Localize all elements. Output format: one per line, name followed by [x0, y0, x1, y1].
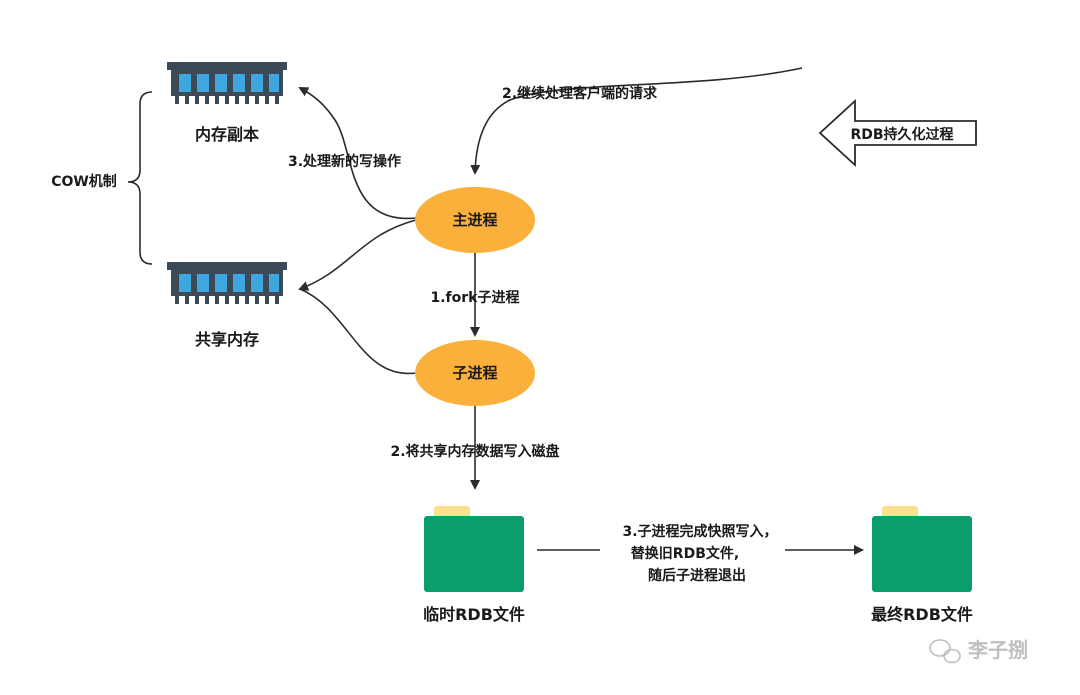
final-rdb-label: 最终RDB文件	[871, 605, 973, 624]
main-process-label: 主进程	[452, 211, 497, 229]
dump-label: 2.将共享内存数据写入磁盘	[390, 443, 559, 460]
temp-rdb-label: 临时RDB文件	[423, 605, 525, 624]
finish-label-line3: 随后子进程退出	[648, 567, 746, 584]
finish-label-line2: 替换旧RDB文件,	[631, 545, 739, 562]
edge-write-ops	[298, 87, 417, 220]
memory-copy-label: 内存副本	[195, 125, 259, 144]
shared-memory-label: 共享内存	[195, 330, 259, 349]
child-process-label: 子进程	[452, 364, 497, 382]
wechat-icon	[929, 639, 961, 664]
watermark: 李子捌	[929, 638, 1028, 664]
shared-memory-chip-icon	[167, 262, 287, 304]
edge-continue-requests	[470, 67, 803, 175]
finish-label-line1: 3.子进程完成快照写入，	[622, 523, 777, 540]
watermark-label: 李子捌	[967, 638, 1028, 662]
fork-label: 1.fork子进程	[431, 290, 520, 306]
temp-rdb-folder-icon	[424, 506, 524, 592]
final-rdb-folder-icon	[872, 506, 972, 592]
rdb-persist-label: RDB持久化过程	[850, 126, 953, 143]
continue-requests-label: 2.继续处理客户端的请求	[502, 85, 658, 102]
cow-brace	[127, 91, 153, 265]
cow-label: COW机制	[51, 173, 117, 190]
edge-main-shared	[298, 219, 417, 291]
child-process-node	[415, 340, 535, 406]
main-process-node	[415, 187, 535, 253]
write-ops-label: 3.处理新的写操作	[288, 153, 401, 170]
memory-copy-chip-icon	[167, 62, 287, 104]
rdb-persist-arrow-icon	[818, 98, 977, 168]
edge-child-shared	[299, 288, 417, 375]
